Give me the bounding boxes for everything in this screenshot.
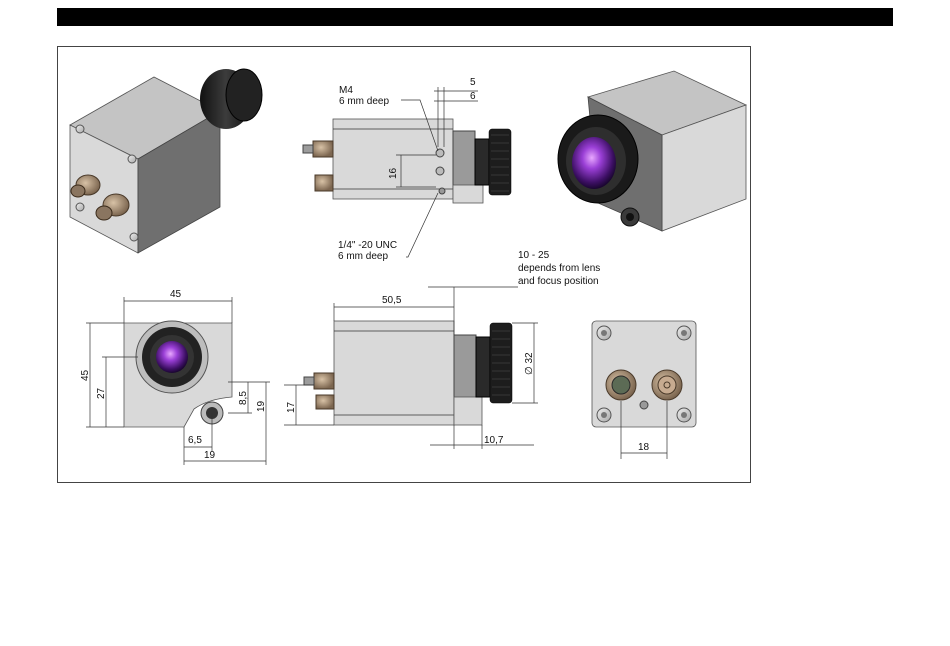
- dim-32-diameter: ∅ 32: [524, 352, 535, 375]
- connector-rear-left: [606, 370, 636, 400]
- dim-45-width: 45: [170, 289, 182, 300]
- label-unc-depth: 6 mm deep: [338, 251, 388, 262]
- dim-18: 18: [638, 442, 650, 453]
- connector-side-top: [303, 141, 333, 191]
- dim-50-5: 50,5: [382, 295, 402, 306]
- lens-barrel-side-top: [475, 129, 511, 195]
- dim-8-5: 8,5: [238, 391, 249, 405]
- label-lens-note-2: and focus position: [518, 276, 599, 287]
- header-bar: [57, 8, 893, 26]
- connector-rear-right: [652, 370, 682, 400]
- technical-drawing: M4 6 mm deep 5 6 16 1/4" -20 UNC 6 mm de…: [58, 47, 750, 482]
- label-lens-note-1: depends from lens: [518, 263, 600, 274]
- iso-view-front: [558, 71, 746, 231]
- rear-view: [592, 321, 696, 459]
- dim-27: 27: [96, 387, 107, 399]
- side-view-top: [303, 87, 511, 257]
- iso-view-rear: [70, 69, 262, 253]
- dim-5: 5: [470, 77, 476, 88]
- lens-barrel-rear: [200, 69, 262, 129]
- label-m4-depth: 6 mm deep: [339, 96, 389, 107]
- dim-16: 16: [388, 167, 399, 179]
- dim-19-horizontal: 19: [204, 450, 216, 461]
- lens-barrel-side-bottom: [476, 323, 512, 403]
- dim-6: 6: [470, 91, 476, 102]
- dim-6-5: 6,5: [188, 435, 202, 446]
- dim-17: 17: [286, 401, 297, 413]
- label-unc: 1/4" -20 UNC: [338, 240, 397, 251]
- side-view-bottom: [284, 287, 538, 449]
- label-lens-range: 10 - 25: [518, 250, 550, 261]
- drawing-frame: M4 6 mm deep 5 6 16 1/4" -20 UNC 6 mm de…: [57, 46, 751, 483]
- label-m4: M4: [339, 85, 353, 96]
- front-view: [86, 297, 270, 465]
- dim-45-height: 45: [80, 369, 91, 381]
- dim-19-vertical: 19: [256, 400, 267, 412]
- connector-side-bottom: [304, 373, 334, 409]
- dim-10-7: 10,7: [484, 435, 504, 446]
- lens-front-iso: [558, 115, 638, 203]
